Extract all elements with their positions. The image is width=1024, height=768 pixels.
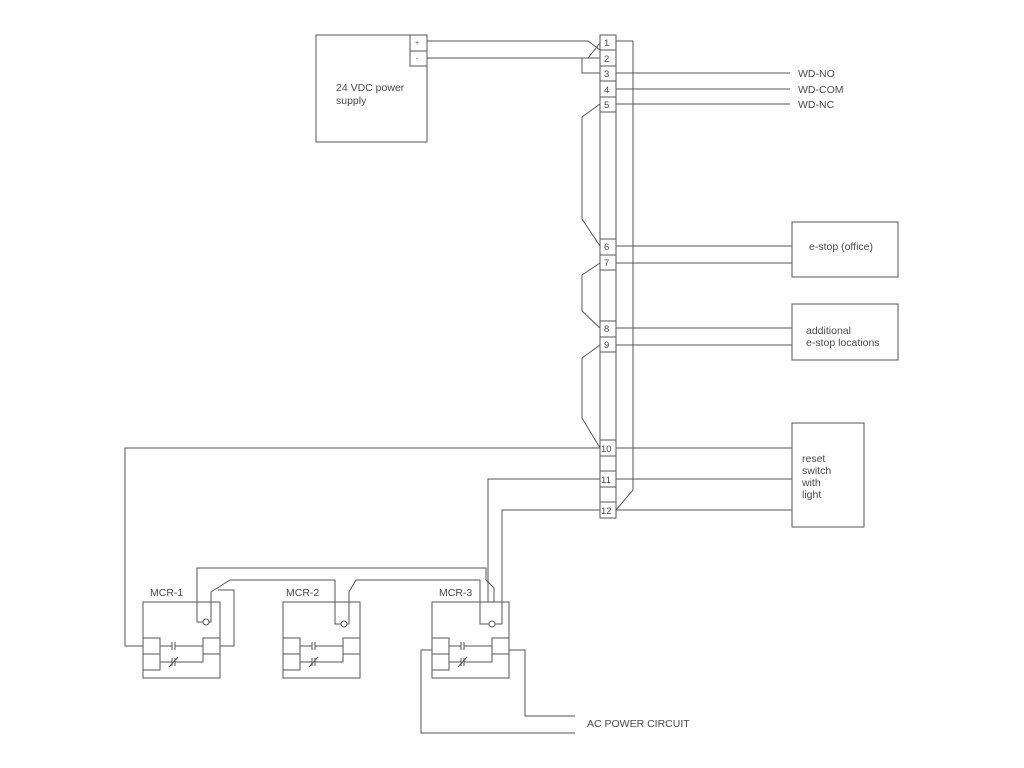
terminal-8: 8 — [604, 324, 609, 335]
terminal-3: 3 — [604, 69, 609, 80]
estop-office-label: e-stop (office) — [809, 241, 873, 253]
terminal-9: 9 — [604, 340, 609, 351]
terminal-7: 7 — [604, 258, 609, 269]
relay-mcr-2: MCR-2 — [282, 587, 361, 679]
relay-mcr-2-label: MCR-2 — [286, 587, 319, 599]
terminal-2: 2 — [604, 54, 609, 65]
additional-estop-box: additional e-stop locations — [791, 303, 899, 361]
minus-terminal-label: - — [416, 56, 419, 63]
additional-label-1: additional — [806, 325, 851, 337]
power-supply: + - 24 VDC power supply — [315, 34, 428, 143]
estop-office-box: e-stop (office) — [791, 221, 899, 278]
terminal-12: 12 — [601, 506, 612, 517]
reset-label-2: switch — [802, 465, 831, 477]
additional-label-2: e-stop locations — [806, 337, 880, 349]
power-supply-label-2: supply — [336, 95, 367, 107]
wd-com-label: WD-COM — [798, 84, 844, 96]
reset-label-1: reset — [802, 453, 825, 465]
ac-power-circuit-label: AC POWER CIRCUIT — [587, 718, 690, 730]
reset-switch-box: reset switch with light — [791, 422, 865, 528]
terminal-1: 1 — [604, 38, 609, 49]
reset-label-4: light — [802, 489, 821, 501]
power-supply-label-1: 24 VDC power — [336, 82, 405, 94]
terminal-10: 10 — [601, 444, 612, 455]
relay-mcr-3: MCR-3 — [431, 587, 510, 679]
terminal-strip: 1 2 3 4 5 6 7 8 9 10 11 12 — [599, 34, 617, 519]
terminal-5: 5 — [604, 100, 609, 111]
terminal-6: 6 — [604, 242, 609, 253]
reset-label-3: with — [801, 477, 821, 489]
relay-mcr-1: MCR-1 — [142, 587, 221, 679]
plus-terminal-label: + — [415, 40, 419, 47]
terminal-4: 4 — [604, 85, 609, 96]
wd-no-label: WD-NO — [798, 68, 835, 80]
relay-mcr-1-label: MCR-1 — [150, 587, 183, 599]
wd-nc-label: WD-NC — [798, 99, 835, 111]
terminal-11: 11 — [601, 475, 611, 486]
relay-mcr-3-label: MCR-3 — [439, 587, 472, 599]
